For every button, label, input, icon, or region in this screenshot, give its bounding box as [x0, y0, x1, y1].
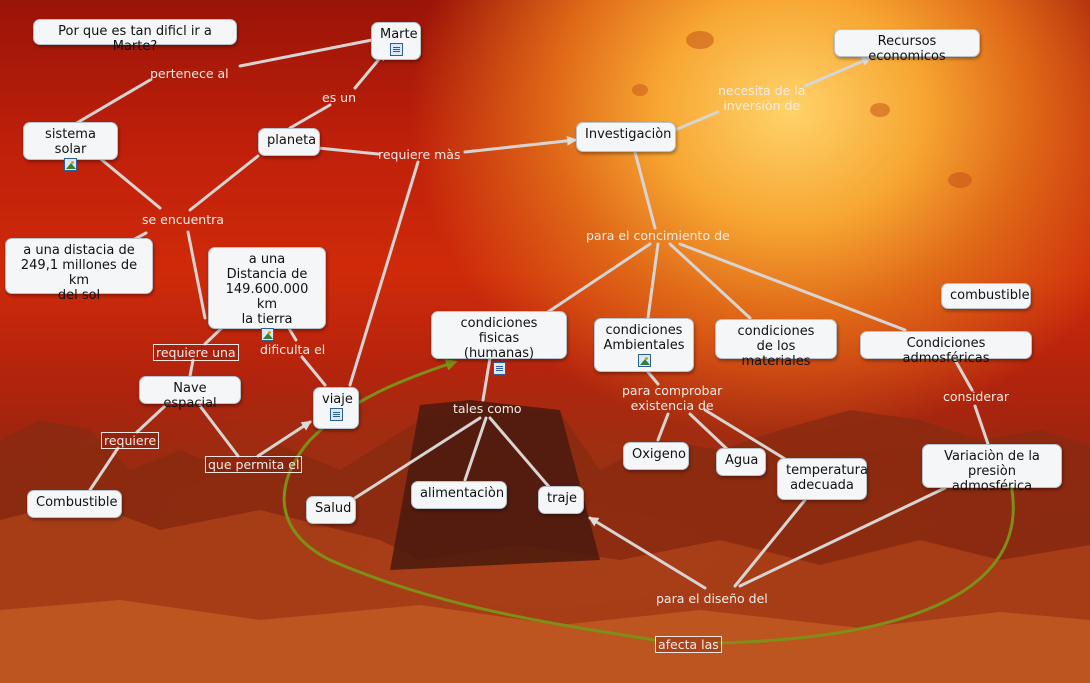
node-traje-label: traje: [547, 491, 578, 506]
node-planeta[interactable]: planeta: [258, 128, 320, 156]
node-condiciones-admosfericas[interactable]: Condiciones admosféricas: [860, 331, 1032, 366]
node-salud-label: Salud: [315, 501, 352, 516]
map-title-node[interactable]: Por que es tan dificl ir a Marte?: [33, 19, 237, 54]
node-condiciones-ambientales-label: condiciones Ambientales: [603, 323, 685, 353]
node-condiciones-fisicas-label: condiciones fisicas (humanas): [460, 316, 538, 361]
document-icon[interactable]: [389, 43, 403, 56]
node-nave-espacial-label: Nave espacial: [163, 381, 217, 411]
node-presion-label: Variaciòn de la presiòn admosférica: [944, 449, 1040, 494]
node-presion-admosferica[interactable]: Variaciòn de la presiòn admosférica: [922, 444, 1062, 494]
node-condiciones-materiales-label: condiciones de los materiales: [737, 324, 815, 369]
node-alimentacion-label: alimentaciòn: [420, 486, 505, 501]
node-oxigeno[interactable]: Oxigeno: [623, 442, 689, 470]
node-combustible-right-label: combustible: [950, 288, 1030, 303]
map-title: Por que es tan dificl ir a Marte?: [58, 24, 212, 54]
document-icon[interactable]: [492, 362, 506, 375]
node-condiciones-materiales[interactable]: condiciones de los materiales: [715, 319, 837, 369]
image-icon[interactable]: [64, 158, 77, 171]
node-oxigeno-label: Oxigeno: [632, 447, 686, 462]
node-alimentacion[interactable]: alimentaciòn: [411, 481, 507, 509]
link-pertenece: pertenece al: [150, 66, 229, 81]
node-salud[interactable]: Salud: [306, 496, 356, 524]
link-requiere-mas: requiere màs: [378, 147, 461, 162]
node-viaje[interactable]: viaje: [313, 387, 359, 429]
node-nave-espacial[interactable]: Nave espacial: [139, 376, 241, 411]
node-condiciones-fisicas[interactable]: condiciones fisicas (humanas): [431, 311, 567, 375]
link-requiere-una: requiere una: [153, 344, 239, 361]
node-marte-label: Marte: [380, 27, 418, 42]
node-sistema-solar-label: sistema solar: [45, 127, 96, 157]
node-traje[interactable]: traje: [538, 486, 584, 514]
node-temperatura[interactable]: temperatura adecuada: [777, 458, 868, 500]
node-condiciones-admosfericas-label: Condiciones admosféricas: [902, 336, 990, 366]
link-requiere: requiere: [101, 432, 160, 449]
link-considerar: considerar: [943, 389, 1009, 404]
node-investigacion[interactable]: Investigaciòn: [576, 122, 676, 152]
link-para-comprobar: para comprobar existencia de: [622, 383, 723, 413]
node-agua-label: Agua: [725, 453, 759, 468]
image-icon[interactable]: [260, 328, 274, 341]
node-planeta-label: planeta: [267, 133, 317, 148]
node-sistema-solar[interactable]: sistema solar: [23, 122, 118, 171]
node-investigacion-label: Investigaciòn: [585, 127, 672, 142]
node-combustible-left[interactable]: Combustible: [27, 490, 122, 518]
link-que-permita: que permita el: [205, 456, 303, 473]
node-recursos-label: Recursos economicos: [868, 34, 946, 64]
link-necesita: necesita de la inversiòn de: [718, 83, 806, 113]
link-se-encuentra: se encuentra: [142, 212, 224, 227]
node-distancia-tierra-label: a una Distancia de 149.600.000 km la tie…: [225, 252, 309, 327]
node-distancia-sol[interactable]: a una distacia de 249,1 millones de km d…: [5, 238, 153, 303]
node-viaje-label: viaje: [322, 392, 353, 407]
node-combustible-right[interactable]: combustible: [941, 283, 1031, 309]
link-dificulta: dificulta el: [260, 342, 326, 357]
link-afecta: afecta las: [655, 636, 722, 653]
node-distancia-tierra[interactable]: a una Distancia de 149.600.000 km la tie…: [208, 247, 326, 341]
node-temperatura-label: temperatura adecuada: [786, 463, 868, 493]
node-combustible-left-label: Combustible: [36, 495, 118, 510]
node-marte[interactable]: Marte: [371, 22, 421, 60]
link-conocimiento: para el concimiento de: [586, 228, 730, 243]
link-tales-como: tales como: [453, 401, 522, 416]
node-condiciones-ambientales[interactable]: condiciones Ambientales: [594, 318, 694, 372]
image-icon[interactable]: [637, 354, 651, 367]
link-es-un: es un: [322, 90, 357, 105]
node-agua[interactable]: Agua: [716, 448, 766, 476]
node-recursos-economicos[interactable]: Recursos economicos: [834, 29, 980, 64]
link-diseno: para el diseño del: [656, 591, 768, 606]
node-distancia-sol-label: a una distacia de 249,1 millones de km d…: [20, 243, 138, 303]
document-icon[interactable]: [329, 408, 343, 421]
